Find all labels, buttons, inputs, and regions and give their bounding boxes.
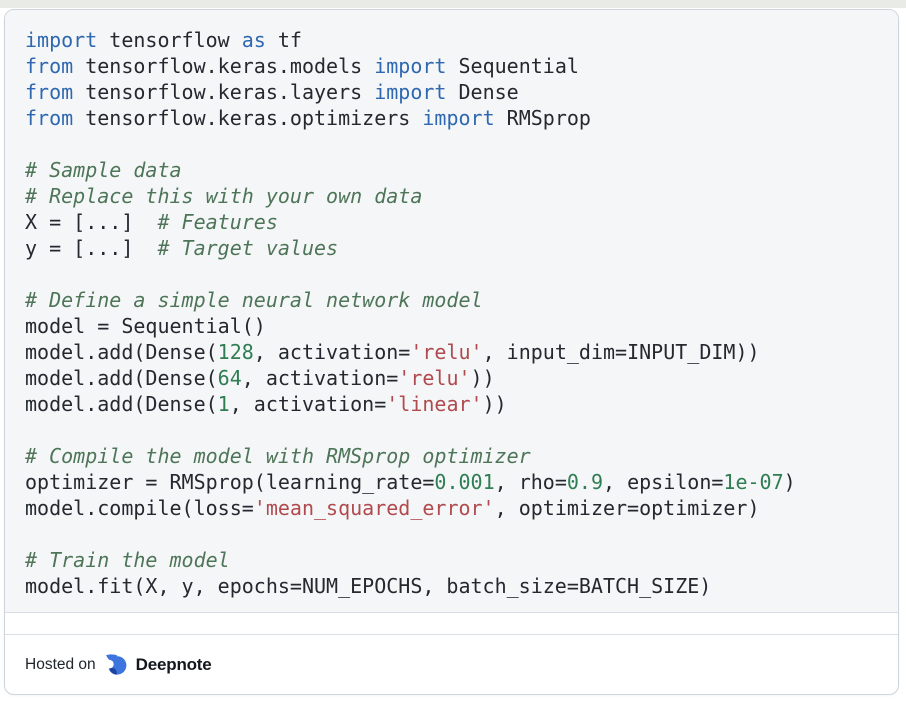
hosted-on-label: Hosted on	[25, 655, 96, 673]
code-line	[25, 417, 882, 443]
code-line: # Define a simple neural network model	[25, 288, 483, 312]
code-line: from tensorflow.keras.models import Sequ…	[25, 54, 579, 78]
code-line	[25, 521, 882, 547]
page-top-band	[0, 0, 906, 8]
code-line: optimizer = RMSprop(learning_rate=0.001,…	[25, 470, 796, 494]
code-line: # Train the model	[25, 548, 230, 572]
code-line: model = Sequential()	[25, 314, 266, 338]
code-line: # Sample data	[25, 158, 182, 182]
code-line: from tensorflow.keras.optimizers import …	[25, 106, 591, 130]
deepnote-brand-name: Deepnote	[135, 654, 212, 674]
code-line: model.compile(loss='mean_squared_error',…	[25, 496, 760, 520]
deepnote-logo-icon	[104, 653, 128, 677]
code-line: model.fit(X, y, epochs=NUM_EPOCHS, batch…	[25, 574, 712, 598]
code-line: model.add(Dense(64, activation='relu'))	[25, 366, 495, 390]
deepnote-link[interactable]: Deepnote	[104, 653, 212, 677]
embed-footer: Hosted on Deepnote	[5, 635, 898, 694]
code-line: from tensorflow.keras.layers import Dens…	[25, 80, 519, 104]
cell-output-spacer	[5, 613, 898, 635]
code-line: # Replace this with your own data	[25, 184, 423, 208]
code-line: model.add(Dense(128, activation='relu', …	[25, 340, 760, 364]
code-line	[25, 131, 882, 157]
code-line: # Compile the model with RMSprop optimiz…	[25, 444, 531, 468]
code-line: X = [...] # Features	[25, 210, 278, 234]
code-line	[25, 261, 882, 287]
code-line: y = [...] # Target values	[25, 236, 339, 260]
code-line: model.add(Dense(1, activation='linear'))	[25, 392, 507, 416]
code-line: import tensorflow as tf	[25, 28, 302, 52]
